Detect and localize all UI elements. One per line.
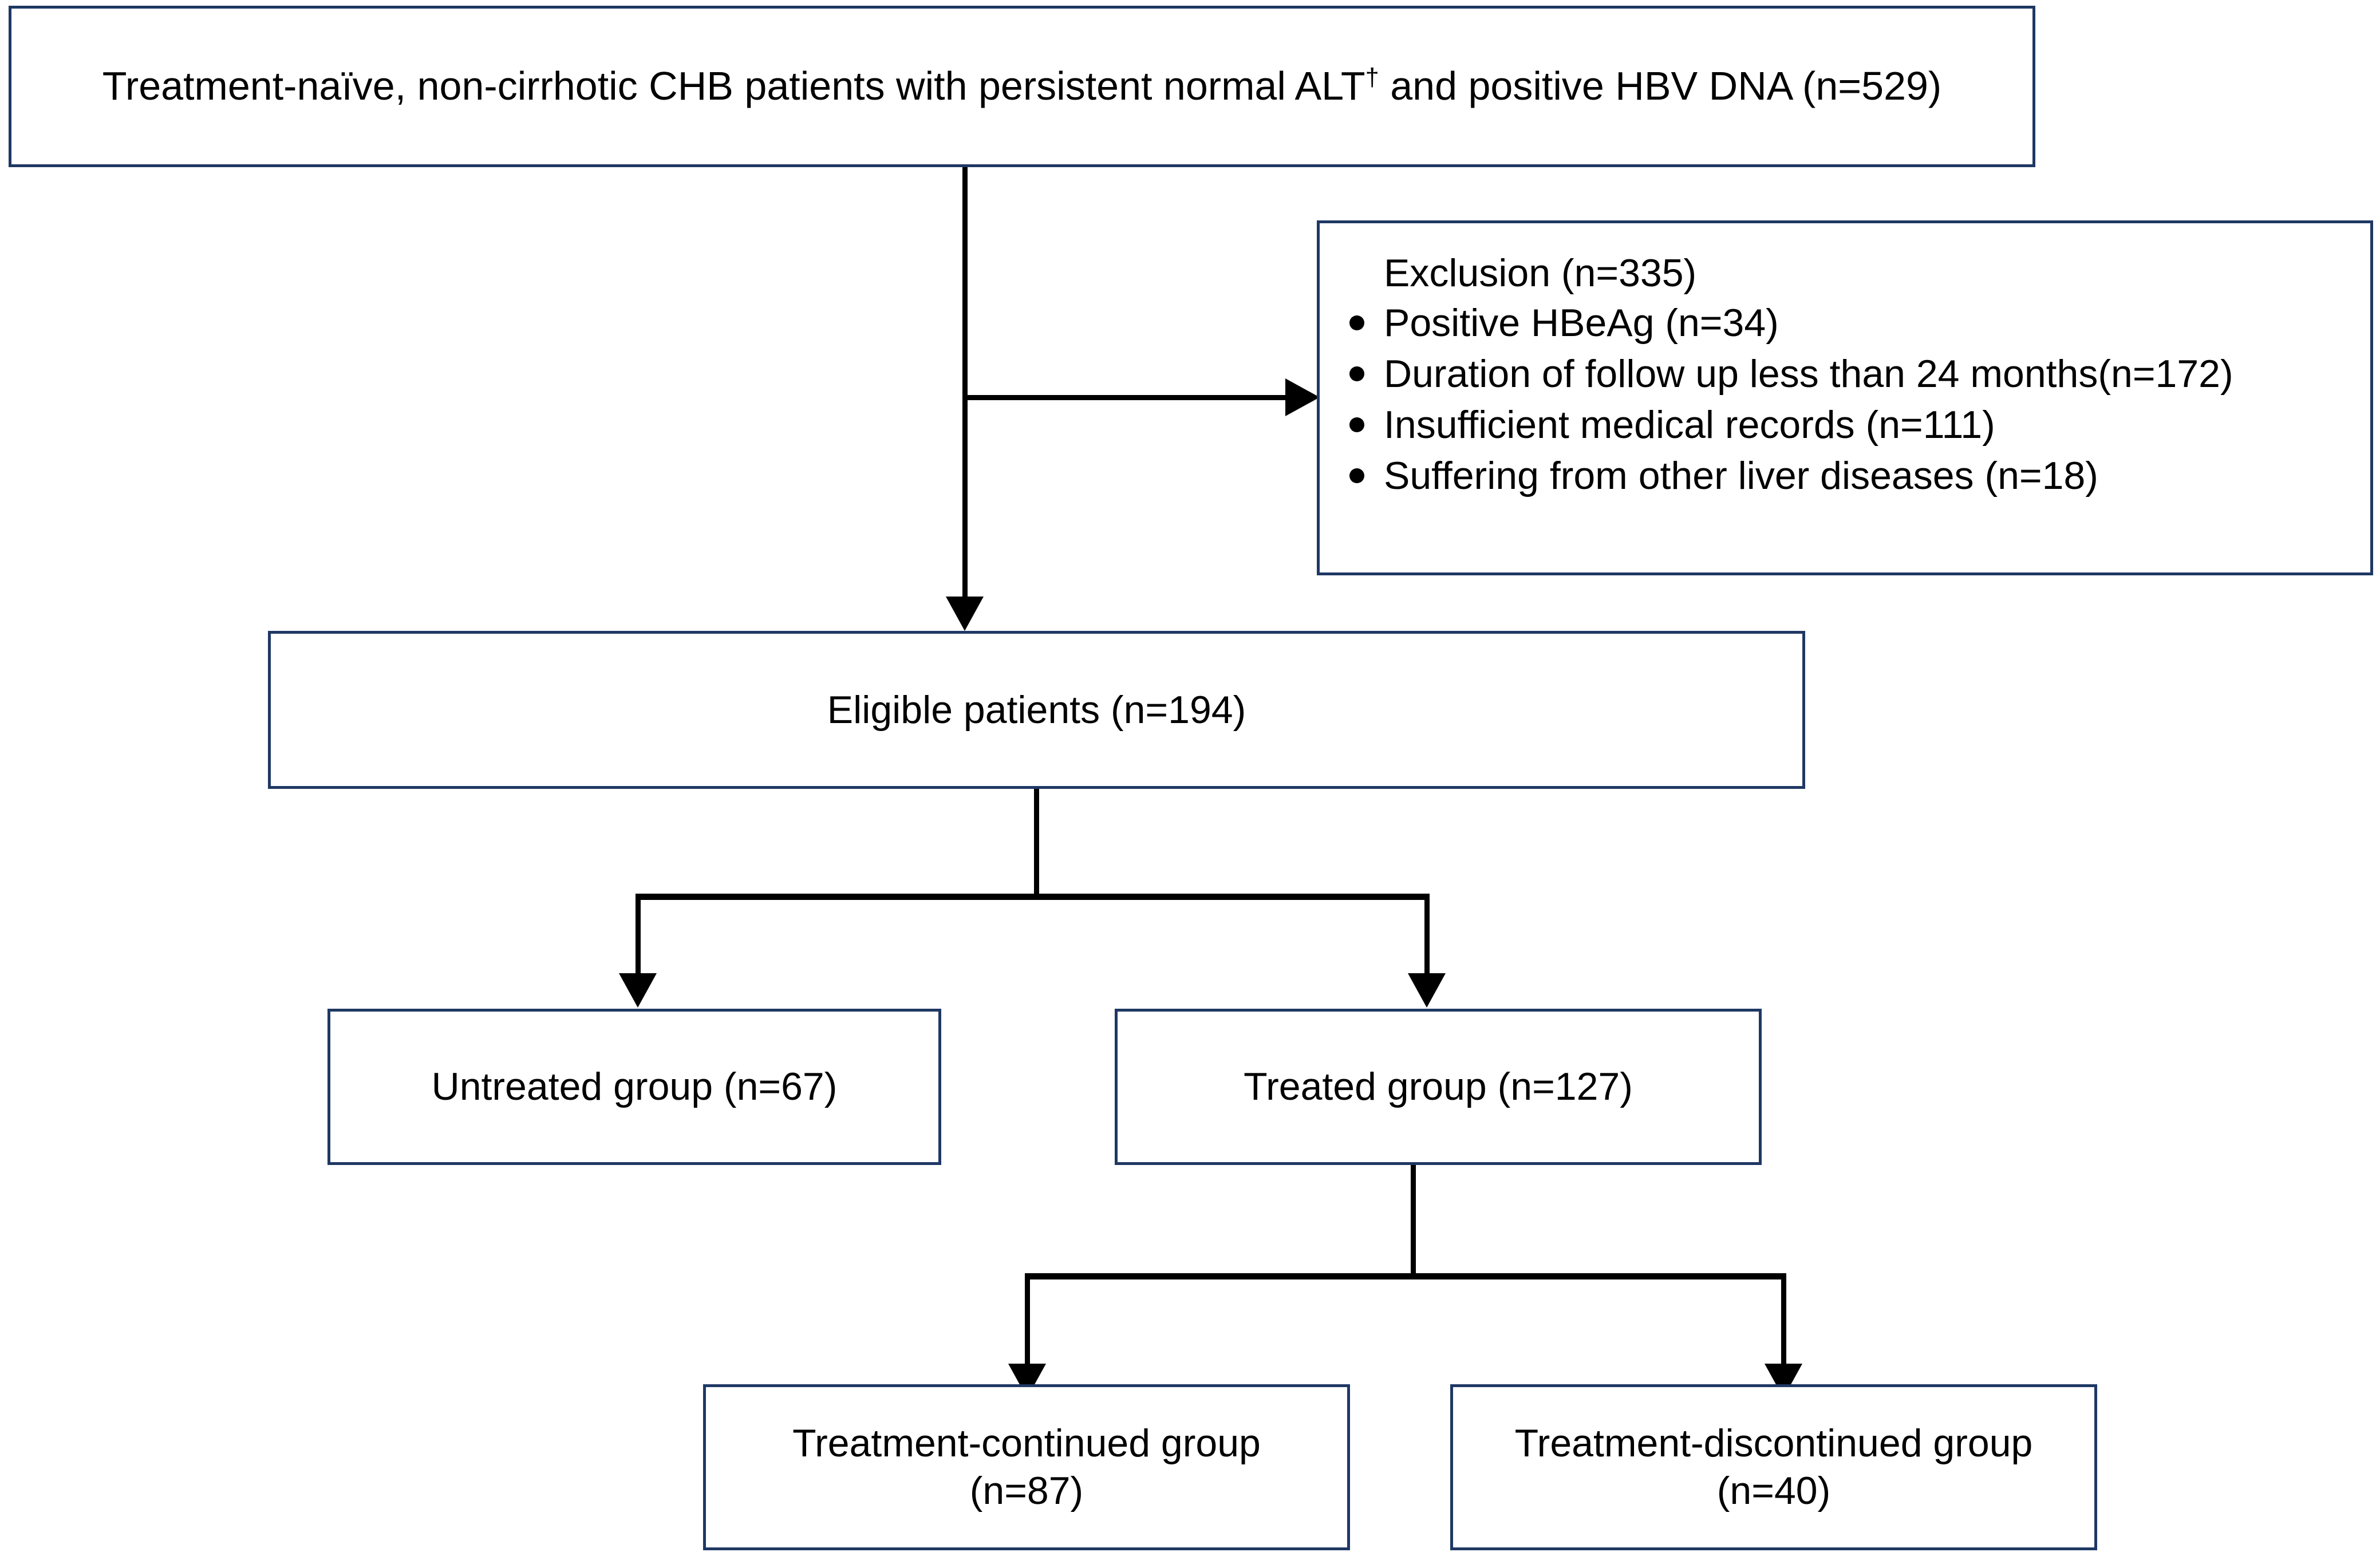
exclusion-heading: Exclusion (n=335) [1384,251,1697,295]
node-eligible-patients-label: Eligible patients (n=194) [827,688,1246,732]
arrowhead-eligible-to-untreated [619,973,657,1008]
connector-treated-split-bar [1025,1273,1786,1279]
node-treatment-continued-group: Treatment-continued group (n=87) [703,1384,1350,1550]
connector-eligible-to-treated [1424,894,1430,975]
arrowhead-eligible-to-treated [1408,973,1446,1008]
list-item: Insufficient medical records (n=111) [1345,401,2359,449]
exclusion-item-label: Positive HBeAg (n=34) [1384,301,1779,345]
node-treated-group-label: Treated group (n=127) [1244,1065,1633,1109]
node-exclusion: Exclusion (n=335) Positive HBeAg (n=34) … [1317,220,2373,575]
node-untreated-group-label: Untreated group (n=67) [431,1065,838,1109]
bullet-icon [1349,417,1364,433]
node-treatment-continued-group-label: Treatment-continued group (n=87) [792,1421,1261,1512]
connector-eligible-to-untreated [636,894,641,975]
node-source-population: Treatment-naïve, non-cirrhotic CHB patie… [9,6,2035,167]
list-item: Positive HBeAg (n=34) [1345,299,2359,347]
exclusion-list: Positive HBeAg (n=34) Duration of follow… [1345,299,2359,500]
connector-treated-to-discontinued [1781,1273,1786,1365]
arrowhead-source-to-exclusion [1285,378,1320,416]
list-item: Duration of follow up less than 24 month… [1345,350,2359,398]
node-untreated-group: Untreated group (n=67) [327,1009,941,1165]
connector-source-to-exclusion-horizontal [965,395,1300,400]
bullet-icon [1349,315,1364,331]
connector-treated-to-continued [1025,1273,1030,1365]
exclusion-item-label: Insufficient medical records (n=111) [1384,402,1995,447]
exclusion-item-label: Suffering from other liver diseases (n=1… [1384,453,2098,497]
arrowhead-source-to-eligible [946,597,984,631]
exclusion-item-label: Duration of follow up less than 24 month… [1384,352,2233,396]
node-eligible-patients: Eligible patients (n=194) [268,631,1805,789]
connector-treated-stem [1411,1165,1416,1278]
node-source-population-label: Treatment-naïve, non-cirrhotic CHB patie… [102,64,1942,109]
dagger-footnote-marker: † [1365,64,1379,92]
connector-eligible-stem [1034,789,1039,899]
connector-eligible-split-bar [636,894,1430,900]
node-treatment-discontinued-group-label: Treatment-discontinued group (n=40) [1514,1421,2033,1512]
exclusion-content: Exclusion (n=335) Positive HBeAg (n=34) … [1320,223,2370,572]
bullet-icon [1349,468,1364,484]
list-item: Suffering from other liver diseases (n=1… [1345,452,2359,500]
connector-source-vertical [962,167,968,619]
node-treated-group: Treated group (n=127) [1115,1009,1762,1165]
node-treatment-discontinued-group: Treatment-discontinued group (n=40) [1450,1384,2097,1550]
bullet-icon [1349,366,1364,382]
